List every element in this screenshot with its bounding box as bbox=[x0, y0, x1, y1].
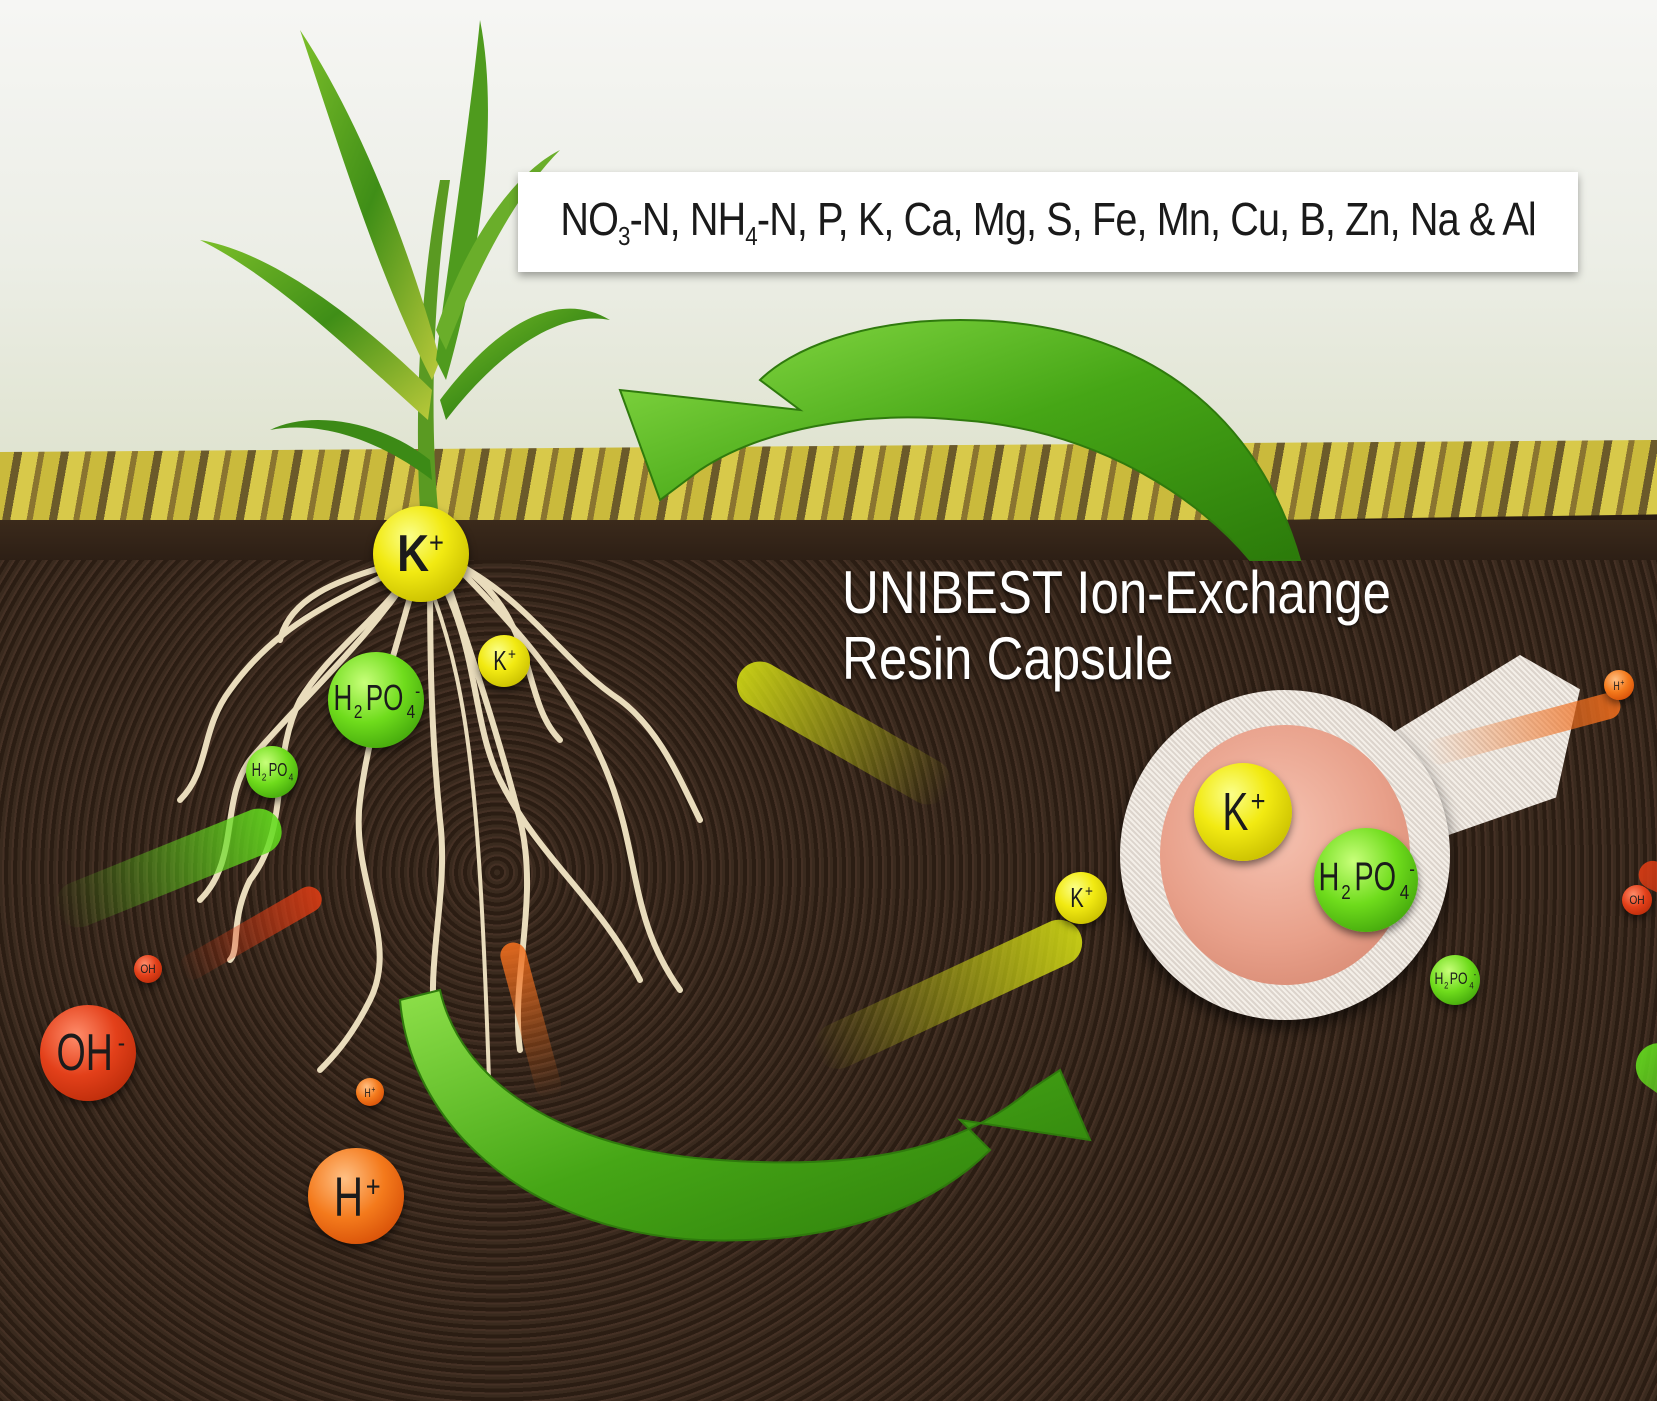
nutrient-list-text: NO3-N, NH4-N, P, K, Ca, Mg, S, Fe, Mn, C… bbox=[560, 192, 1535, 252]
ion-charge: + bbox=[1085, 884, 1093, 901]
k-ion-small: K+ bbox=[1055, 872, 1107, 924]
oh-ion-small: OH bbox=[134, 955, 162, 983]
ion-symbol: PO bbox=[1355, 855, 1397, 900]
nutrient-text-part: NO bbox=[560, 193, 618, 245]
ion-symbol: H bbox=[1319, 855, 1340, 900]
oh-ion: OH- bbox=[40, 1005, 136, 1101]
ion-subscript: 2 bbox=[1341, 882, 1350, 904]
ion-symbol: K bbox=[1223, 781, 1249, 843]
ion-symbol: OH bbox=[140, 962, 155, 976]
ion-charge: - bbox=[1409, 859, 1415, 881]
ion-charge: + bbox=[372, 1085, 376, 1094]
green-cycle-arrow-icon bbox=[620, 320, 1300, 560]
ion-symbol: H bbox=[334, 1164, 363, 1229]
ion-symbol: PO bbox=[366, 677, 404, 719]
capsule-title-line2: Resin Capsule bbox=[842, 626, 1391, 692]
ion-subscript: 4 bbox=[407, 702, 416, 722]
ion-charge: + bbox=[1251, 785, 1266, 818]
ion-symbol: K bbox=[1070, 882, 1084, 914]
nutrient-subscript: 4 bbox=[745, 221, 757, 251]
ion-symbol: OH bbox=[1629, 893, 1644, 907]
ion-charge: + bbox=[508, 647, 516, 664]
capsule-k-ion: K+ bbox=[1194, 763, 1292, 861]
ion-subscript: 4 bbox=[1469, 981, 1473, 991]
ion-symbol: H bbox=[1614, 679, 1620, 693]
ion-charge: + bbox=[1621, 678, 1625, 687]
nutrient-text-part: -N, P, K, Ca, Mg, S, Fe, Mn, Cu, B, Zn, … bbox=[757, 193, 1536, 245]
ion-symbol: K bbox=[398, 525, 430, 583]
h-ion-small: H+ bbox=[1604, 670, 1634, 700]
h-ion: H+ bbox=[308, 1148, 404, 1244]
green-cycle-arrow-bottom-icon bbox=[400, 990, 1090, 1240]
ion-charge: - bbox=[415, 681, 420, 701]
ion-charge: - bbox=[1474, 970, 1477, 980]
ion-subscript: 4 bbox=[289, 773, 294, 784]
ion-symbol: H bbox=[365, 1086, 371, 1100]
ion-symbol: OH bbox=[56, 1023, 112, 1083]
ion-charge: + bbox=[366, 1170, 381, 1203]
ion-charge: - bbox=[117, 1028, 124, 1058]
nutrient-subscript: 3 bbox=[618, 221, 630, 251]
ion-symbol: K bbox=[493, 645, 507, 677]
capsule-title-line1: UNIBEST Ion-Exchange bbox=[842, 560, 1391, 626]
ion-symbol: PO bbox=[1450, 969, 1468, 989]
ion-charge: + bbox=[430, 527, 445, 560]
ion-subscript: 2 bbox=[1444, 981, 1448, 991]
capsule-title: UNIBEST Ion-Exchange Resin Capsule bbox=[842, 560, 1391, 692]
ion-subscript: 2 bbox=[354, 702, 363, 722]
ion-symbol: H bbox=[333, 677, 352, 719]
oh-ion-small: OH bbox=[1622, 885, 1652, 915]
ion-symbol: H bbox=[1435, 969, 1444, 989]
ion-symbol: PO bbox=[268, 760, 287, 781]
ion-symbol: H bbox=[252, 760, 261, 781]
h-ion-small: H+ bbox=[356, 1078, 384, 1106]
ion-subscript: 4 bbox=[1400, 882, 1409, 904]
ion-subscript: 2 bbox=[262, 773, 267, 784]
nutrient-list-label: NO3-N, NH4-N, P, K, Ca, Mg, S, Fe, Mn, C… bbox=[518, 172, 1578, 272]
k-ion: K+ bbox=[373, 506, 469, 602]
k-ion-small: K+ bbox=[478, 635, 530, 687]
nutrient-text-part: -N, NH bbox=[630, 193, 746, 245]
